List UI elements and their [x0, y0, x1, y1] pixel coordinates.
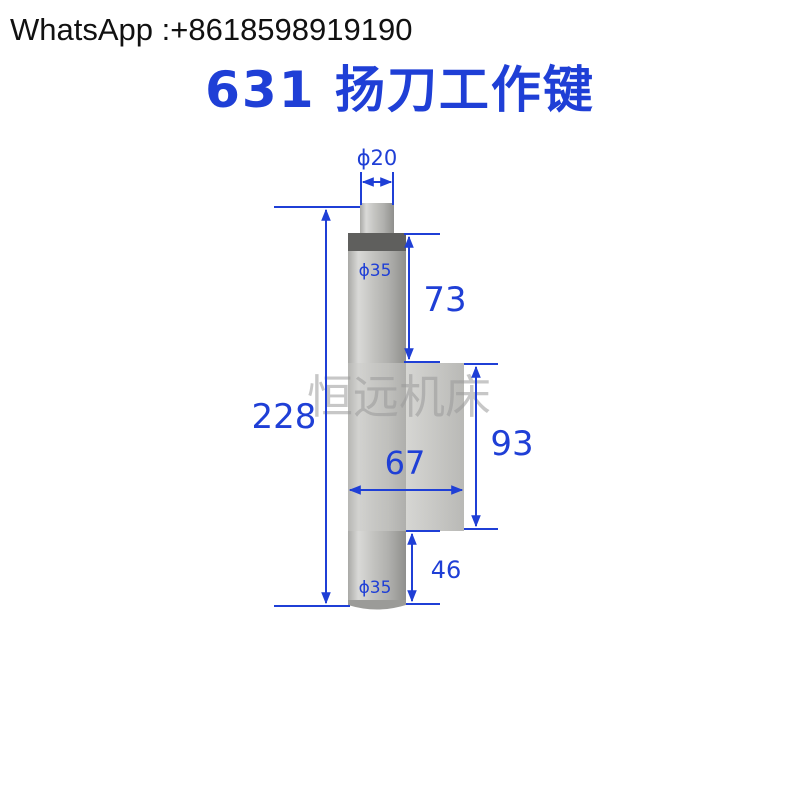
product-title: 631 扬刀工作键: [205, 61, 595, 119]
lower-diameter-label: ϕ35: [359, 578, 392, 598]
block-width-label: 67: [385, 444, 426, 482]
contact-text: WhatsApp :+8618598919190: [10, 12, 413, 47]
upper-length-label: 73: [423, 280, 466, 320]
top-diameter-label: ϕ20: [357, 146, 398, 170]
top-pin: [360, 203, 394, 233]
upper-shaft: [348, 251, 406, 363]
upper-diameter-label: ϕ35: [359, 261, 392, 281]
watermark-text: 恒远机床: [307, 370, 491, 424]
total-length-label: 228: [252, 397, 317, 437]
lower-shaft: [348, 531, 406, 605]
lower-length-label: 46: [431, 556, 462, 584]
dimension-lines: [274, 172, 498, 607]
collar: [348, 233, 406, 251]
block-height-label: 93: [490, 424, 533, 464]
shaft: [348, 203, 464, 610]
